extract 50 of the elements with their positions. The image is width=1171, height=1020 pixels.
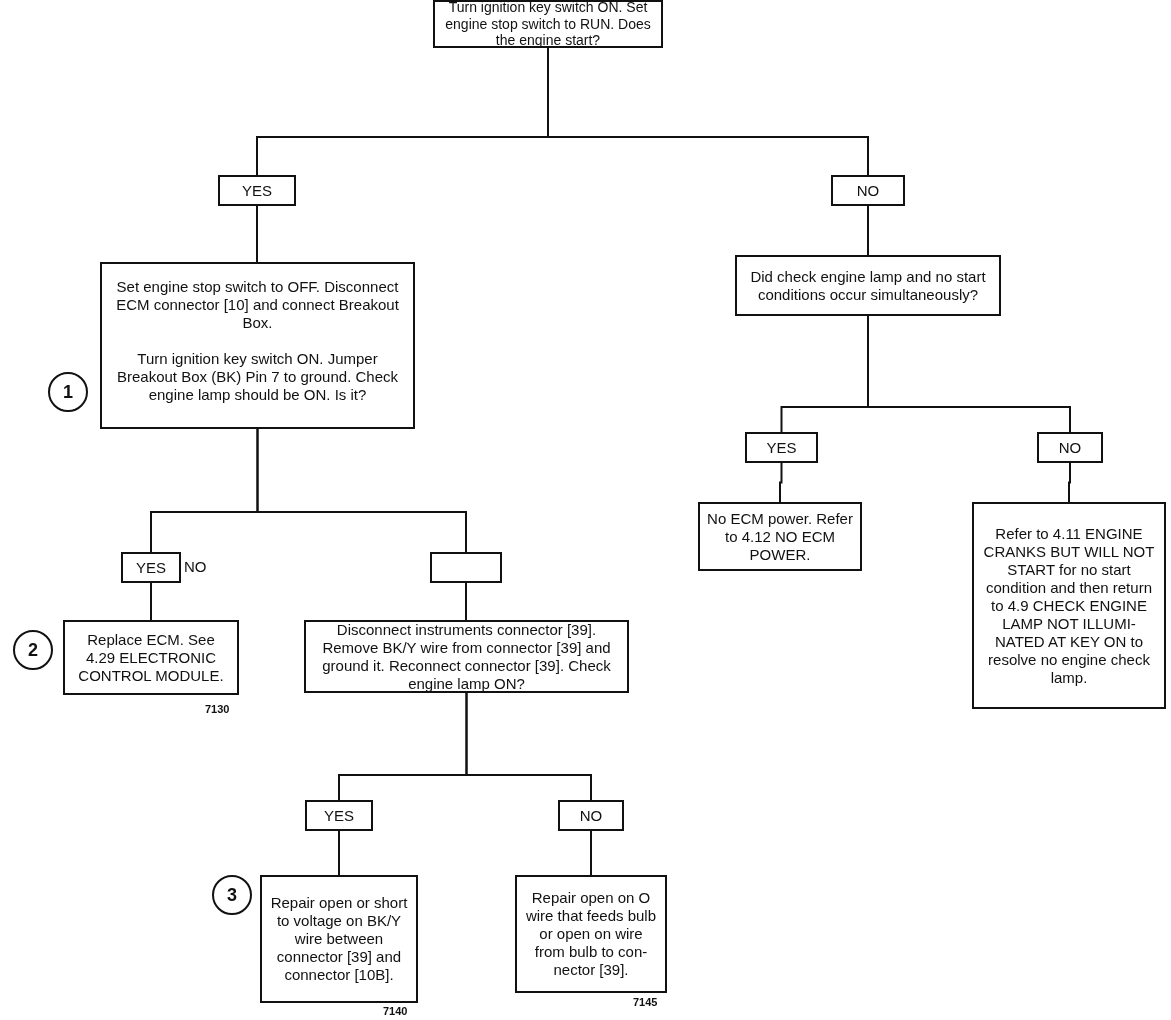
step-box <box>972 502 1166 709</box>
box-text: NO <box>579 806 603 825</box>
step-box <box>260 875 418 1003</box>
box-text: YES <box>324 806 354 825</box>
box-text: Repair open or short to voltage on BK/Y wire between connector [39] and connector [10B]. <box>269 894 409 984</box>
answer-box <box>305 800 373 831</box>
answer-box <box>745 432 818 463</box>
connector-line <box>1068 462 1071 503</box>
connector-line <box>867 315 1071 433</box>
step-box <box>515 875 667 993</box>
box-text: Disconnect instruments connector [39]. Remove BK/Y wire from connector [39] and ground it. Reconnect connector [39]. Check engine lamp ON? <box>321 620 612 693</box>
answer-box <box>121 552 181 583</box>
box-text: NO <box>856 181 880 200</box>
connector-line <box>779 462 783 503</box>
step-box <box>63 620 239 695</box>
box-text: Refer to 4.11 ENGINE CRANKS BUT WILL NOT START for no start condition and then return to 4.9 CHECK ENGINE LAMP NOT ILLUMI-NATED AT KEY ON to resolve no engine check lamp. <box>982 524 1156 687</box>
box-text: Repair open on O wire that feeds bulb or open on wire from bulb to con-nector [39]. <box>524 889 658 979</box>
box-text: Did check engine lamp and no start conditions occur simultaneously? <box>749 267 987 304</box>
box-text: Replace ECM. See 4.29 ELECTRONIC CONTROL MODULE. <box>77 630 225 685</box>
connector-line <box>465 692 592 801</box>
answer-box <box>558 800 624 831</box>
figure-code: 7140 <box>383 1005 408 1017</box>
figure-code: 7145 <box>633 996 658 1008</box>
callout-number: 2 <box>13 630 53 670</box>
empty-box <box>430 552 502 583</box>
box-text: YES <box>766 438 797 457</box>
box-text: No ECM power. Refer to 4.12 NO ECM POWER. <box>706 509 854 564</box>
step-box <box>735 255 1001 316</box>
connector-line <box>256 205 258 263</box>
callout-number: 1 <box>48 372 88 412</box>
connector-line <box>590 830 592 876</box>
connector-line <box>150 582 152 621</box>
paragraph: Set engine stop switch to OFF. Disconnect ECM connector [10] and connect Breakout Box. <box>115 278 400 332</box>
connector-line <box>465 582 467 621</box>
paragraph: Turn ignition key switch ON. Jumper Breakout Box (BK) Pin 7 to ground. Check engine lamp should be ON. Is it? <box>116 350 399 404</box>
answer-label: NO <box>184 558 207 575</box>
connector-line <box>256 428 467 553</box>
answer-box <box>218 175 296 206</box>
callout-number: 3 <box>212 875 252 915</box>
answer-box <box>1037 432 1103 463</box>
connector-line <box>338 830 340 876</box>
connector-line <box>867 205 869 256</box>
box-text: YES <box>242 181 272 200</box>
box-text: NO <box>1058 438 1082 457</box>
box-text: Turn ignition key switch ON. Set engine stop switch to RUN. Does the engine start? <box>444 0 652 50</box>
answer-box <box>831 175 905 206</box>
step-box <box>698 502 862 571</box>
figure-code: 7130 <box>205 703 230 715</box>
box-text: YES <box>136 558 166 577</box>
step-box <box>100 262 415 429</box>
